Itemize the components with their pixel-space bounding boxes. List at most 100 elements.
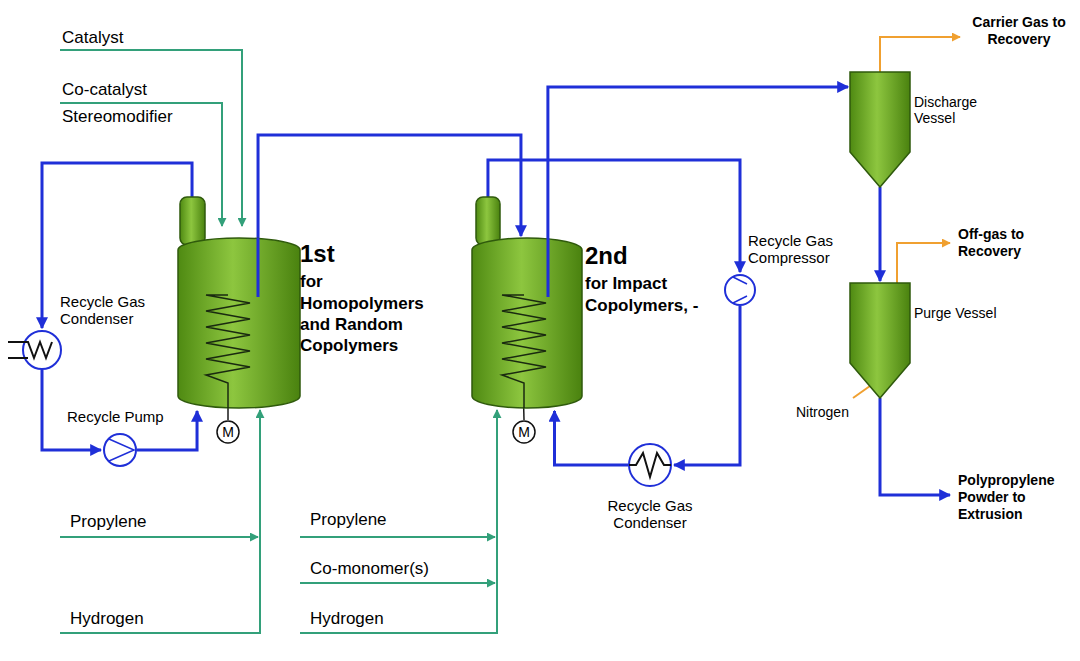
feed-label-box: Stereomodifier [62, 107, 173, 127]
node-text-box: Recycle Gas Condenser [60, 293, 155, 328]
feed-label-box: Co-monomer(s) [310, 559, 429, 579]
node-title: M [518, 425, 530, 439]
purge-vessel [850, 283, 910, 398]
hopper-body [850, 72, 910, 187]
motor-symbol: M [512, 420, 536, 444]
node-text-box: M [216, 420, 240, 444]
pump-symbol [103, 433, 137, 467]
flow-line [674, 306, 740, 465]
compressor-symbol [724, 274, 756, 306]
dip-tube [547, 238, 550, 297]
node-text-box: 2nd for Impact Copolymers, - [585, 243, 713, 316]
hydrogen-feed-line [300, 410, 497, 633]
reactor-nozzle [180, 197, 205, 245]
flow-line [548, 87, 848, 238]
outlet-label-box: Carrier Gas to Recovery [966, 14, 1072, 48]
outlet-label: Carrier Gas to Recovery [966, 14, 1072, 48]
flow-line [879, 187, 882, 281]
reactor-vessel [178, 238, 300, 408]
node-title: Recycle Gas Condenser [60, 293, 155, 328]
discharge-vessel: Discharge Vessel [850, 72, 910, 187]
flow-line [42, 163, 192, 328]
node-title: 1st [300, 241, 450, 267]
node-title: Recycle Gas Condenser [600, 497, 700, 532]
feed-label: Propylene [70, 512, 147, 532]
product-line [880, 398, 950, 495]
node-title: Recycle Gas Compressor [748, 232, 846, 267]
pump-casing [104, 434, 136, 466]
feed-label: Nitrogen [796, 404, 849, 420]
reactor-vessel: 2ndfor Impact Copolymers, - [472, 238, 582, 408]
propylene-feed-line [60, 536, 258, 538]
outlet-label: Off-gas to Recovery [958, 226, 1048, 260]
reactor-nozzle [476, 197, 500, 245]
condenser-tube [629, 453, 671, 477]
dip-tube [257, 238, 260, 297]
feed-label: Stereomodifier [62, 107, 173, 127]
feed-label-box: Hydrogen [70, 609, 144, 629]
node-text-box: Recycle Pump [67, 408, 187, 425]
hopper-body [850, 283, 910, 398]
offgas-line [897, 243, 950, 283]
feed-label: Hydrogen [70, 609, 144, 629]
node-text-box: Purge Vessel [914, 305, 1002, 321]
outlet-label: Polypropylene Powder to Extrusion [958, 472, 1070, 522]
motor-casing [217, 421, 239, 443]
node-note: for Impact Copolymers, - [585, 273, 713, 316]
flow-line [555, 411, 629, 465]
condenser-symbol: Recycle Gas Condenser [628, 443, 672, 487]
compressor-symbol: Recycle Gas Compressor [724, 274, 756, 306]
feed-label-box: Propylene [310, 510, 387, 530]
node-text-box: 1st for Homopolymers and Random Copolymer… [300, 241, 450, 356]
vessel-body [472, 238, 582, 408]
feed-label-box: Hydrogen [310, 609, 384, 629]
feed-label-box: Propylene [70, 512, 147, 532]
flow-line [523, 408, 525, 420]
node-title: 2nd [585, 243, 713, 269]
reactor-vessel [472, 238, 582, 408]
motor-casing [513, 421, 535, 443]
feed-label-box: Catalyst [62, 28, 123, 48]
discharge-vessel [850, 72, 910, 187]
condenser-symbol: Recycle Gas Condenser [22, 330, 62, 370]
node-text-box: Recycle Gas Compressor [748, 232, 846, 267]
node-title: Purge Vessel [914, 305, 1002, 321]
cooling-coil [206, 295, 250, 408]
node-title: Recycle Pump [67, 408, 187, 425]
feed-label: Co-catalyst [62, 80, 147, 100]
node-title: Discharge Vessel [914, 94, 1002, 126]
flow-line [227, 408, 229, 420]
outlet-label-box: Polypropylene Powder to Extrusion [958, 472, 1070, 522]
compressor-mark [733, 277, 747, 303]
propylene-feed-line [300, 536, 495, 538]
compressor-casing [725, 275, 755, 305]
outlet-label-box: Off-gas to Recovery [958, 226, 1048, 260]
node-note: for Homopolymers and Random Copolymers [300, 271, 450, 356]
purge-vessel: Purge Vessel [850, 283, 910, 398]
reactor-vessel: 1stfor Homopolymers and Random Copolymer… [178, 238, 300, 408]
node-title: M [222, 425, 234, 439]
catalyst-feed-line [60, 50, 242, 226]
feed-label-box: Co-catalyst [62, 80, 147, 100]
vessel-body [178, 238, 300, 408]
node-text-box: Discharge Vessel [914, 94, 1002, 126]
node-text-box: M [512, 420, 536, 444]
carrier-gas-line [880, 37, 960, 72]
feed-label-box: Nitrogen [796, 404, 849, 420]
condenser-shell [629, 444, 671, 486]
feed-label: Propylene [310, 510, 387, 530]
condenser-tube [8, 342, 52, 358]
cooling-coil [502, 295, 546, 408]
feed-label: Co-monomer(s) [310, 559, 429, 579]
condenser-symbol [628, 443, 672, 487]
pump-symbol: Recycle Pump [103, 433, 137, 467]
node-text-box: Recycle Gas Condenser [600, 497, 700, 532]
condenser-symbol [22, 330, 62, 370]
hydrogen-feed-line [60, 410, 260, 633]
feed-label: Hydrogen [310, 609, 384, 629]
pump-mark [109, 439, 134, 461]
feed-label: Catalyst [62, 28, 123, 48]
comonomer-feed-line [300, 582, 495, 584]
motor-symbol: M [216, 420, 240, 444]
